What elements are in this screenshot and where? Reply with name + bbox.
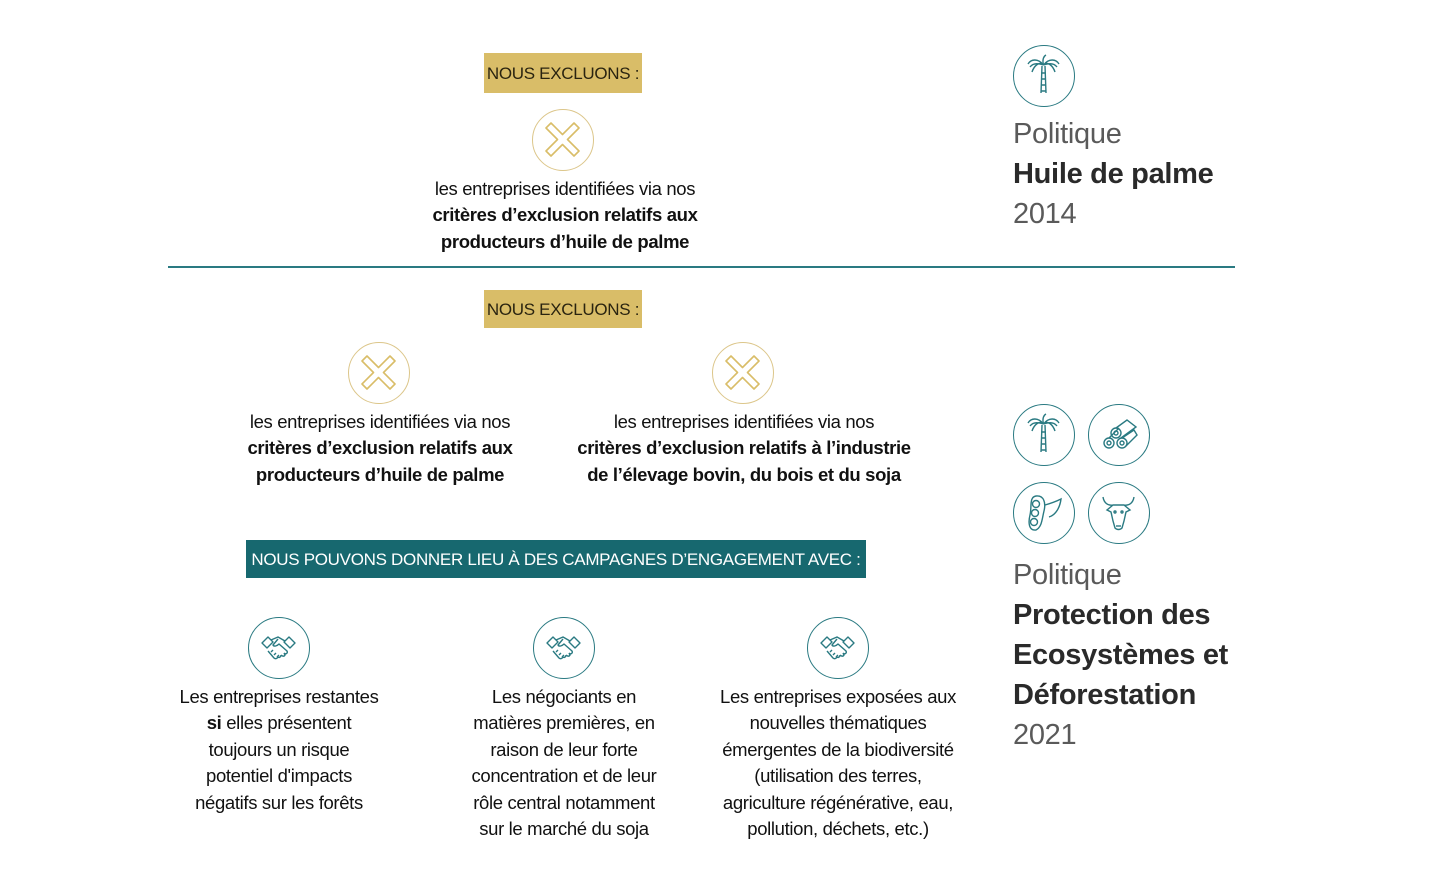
handshake-icon — [248, 617, 310, 679]
engagement-text-traders: Les négociants en matières premières, en… — [471, 686, 657, 840]
handshake-icon — [533, 617, 595, 679]
exclusion-x-icon — [532, 109, 594, 171]
exclusion-badge-ecosystem: NOUS EXCLUONS : — [484, 290, 642, 328]
cow-icon — [1088, 482, 1150, 544]
exclusion-x-icon — [712, 342, 774, 404]
engagement-text-biodiversity: Les entreprises exposées aux nouvelles t… — [720, 686, 956, 840]
ecosystem-exclusion-palm-text: les entreprises identifiées via nos crit… — [247, 411, 513, 485]
palm-tree-icon — [1013, 404, 1075, 466]
section-divider — [168, 266, 1235, 268]
engagement-badge: NOUS POUVONS DONNER LIEU À DES CAMPAGNES… — [246, 540, 866, 578]
policy-palm-title: Politique Huile de palme 2014 — [1013, 118, 1214, 230]
palm-tree-icon — [1013, 45, 1075, 107]
engagement-text-remaining: Les entreprises restantes si elles prése… — [179, 686, 379, 813]
policy-ecosystem-title: Politique Protection des Ecosystèmes et … — [1013, 559, 1229, 751]
palm-exclusion-text: les entreprises identifiées via nos crit… — [432, 178, 698, 252]
handshake-icon — [807, 617, 869, 679]
exclusion-badge-palm: NOUS EXCLUONS : — [484, 53, 642, 93]
exclusion-x-icon — [348, 342, 410, 404]
wood-logs-icon — [1088, 404, 1150, 466]
ecosystem-exclusion-cattle-text: les entreprises identifiées via nos crit… — [577, 411, 911, 485]
soy-icon — [1013, 482, 1075, 544]
